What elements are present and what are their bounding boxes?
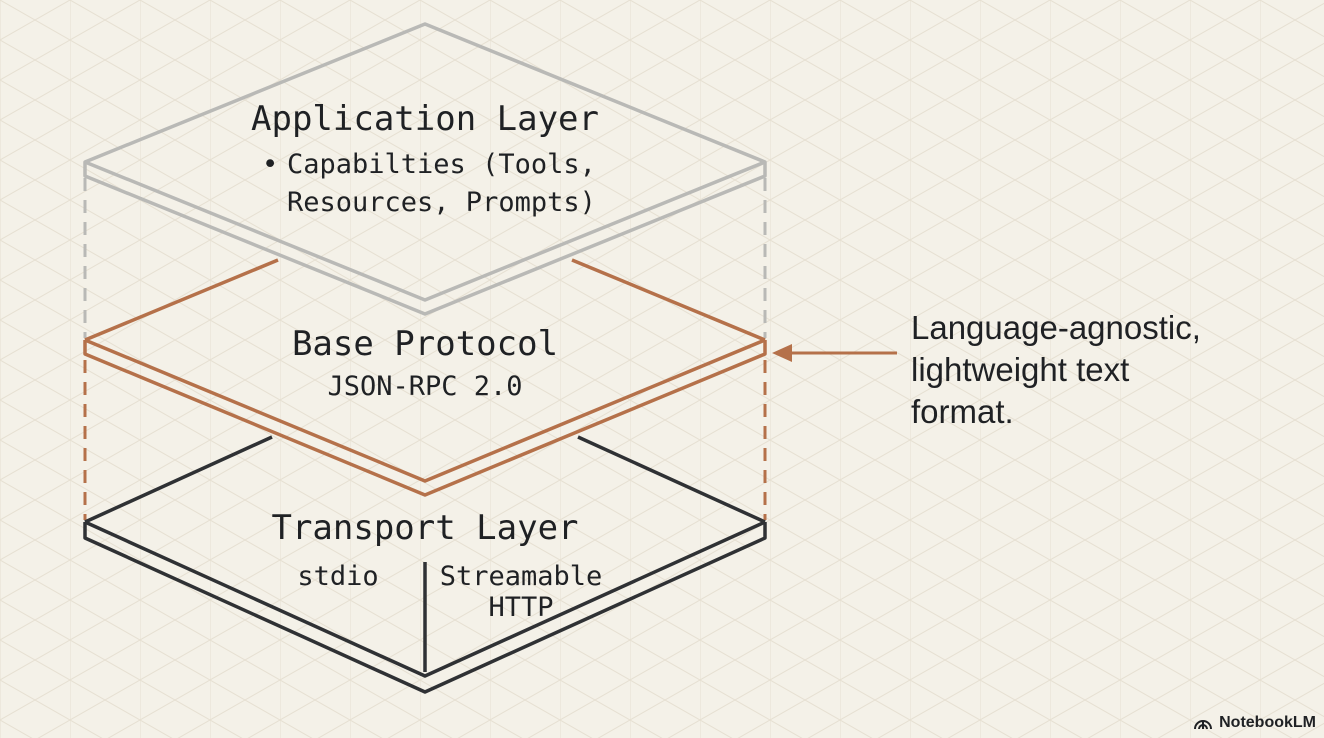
annotation-arrow	[772, 344, 897, 362]
annotation-line-3: format.	[911, 393, 1014, 430]
brand-watermark: NotebookLM	[1193, 714, 1316, 732]
base-protocol-subtitle: JSON-RPC 2.0	[327, 371, 522, 402]
application-layer-plate	[83, 22, 767, 316]
transport-layer-title: Transport Layer	[271, 508, 578, 548]
application-capabilities-line2: Resources, Prompts)	[287, 187, 596, 218]
notebooklm-logo-icon	[1194, 720, 1213, 730]
transport-layer-plate	[83, 435, 767, 694]
base-connector-lines	[83, 360, 767, 520]
app-connector-lines	[83, 178, 767, 338]
application-layer-title: Application Layer	[251, 99, 599, 139]
annotation-line-2: lightweight text	[911, 351, 1130, 388]
transport-http-label-line2: HTTP	[488, 592, 553, 623]
annotation-text: Language-agnostic, lightweight text form…	[911, 307, 1241, 433]
annotation-line-1: Language-agnostic,	[911, 309, 1201, 346]
base-protocol-plate	[83, 258, 767, 497]
base-protocol-title: Base Protocol	[292, 324, 558, 364]
transport-stdio-label: stdio	[297, 561, 378, 592]
application-bullet: •	[262, 149, 278, 180]
brand-label: NotebookLM	[1219, 714, 1316, 731]
transport-http-label-line1: Streamable	[440, 561, 603, 592]
application-capabilities-line1: Capabilties (Tools,	[287, 149, 596, 180]
